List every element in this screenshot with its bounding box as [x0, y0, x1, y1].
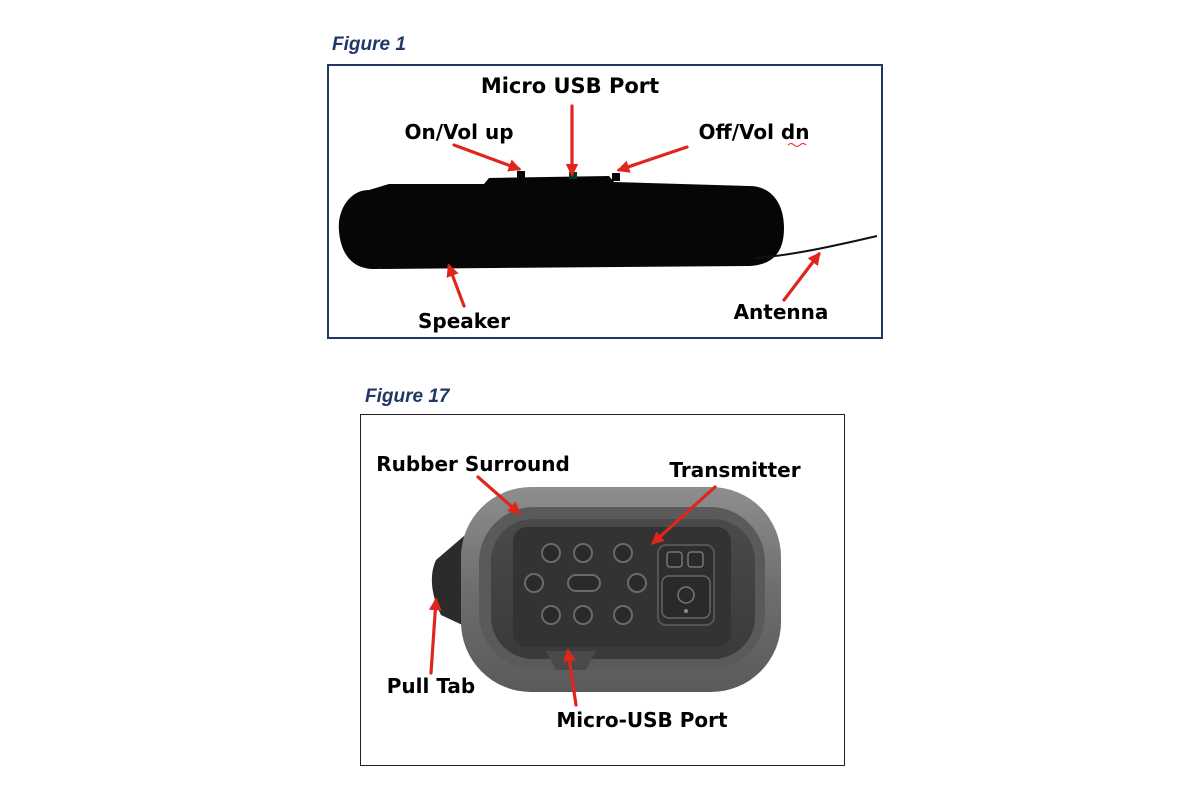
label-off-vol-dn: Off/Vol dn: [698, 120, 809, 144]
figure-17-diagram: Rubber Surround Transmitter Pull Tab Mic…: [376, 452, 801, 732]
label-rubber-surround: Rubber Surround: [376, 452, 570, 476]
label-antenna: Antenna: [734, 300, 829, 324]
vol-down-button: [612, 173, 620, 181]
arrow-antenna: [782, 251, 821, 302]
spellcheck-underline: [787, 143, 807, 147]
main-button: [677, 586, 695, 604]
figure-17-title: Figure 17: [365, 386, 450, 407]
label-speaker: Speaker: [418, 309, 510, 333]
arrow-off-vol-dn: [616, 145, 689, 173]
label-micro-usb-port-17: Micro-USB Port: [556, 708, 728, 732]
figure-1-title: Figure 1: [332, 34, 406, 55]
figure-1-diagram: Micro USB Port On/Vol up Off/Vol dn Spea…: [338, 74, 878, 333]
label-on-vol-up: On/Vol up: [404, 120, 513, 144]
keypad-buttons: [524, 543, 647, 625]
figure-17-frame: Rubber Surround Transmitter Pull Tab Mic…: [360, 414, 845, 766]
led-button-left: [666, 551, 683, 568]
antenna-wire: [753, 235, 878, 259]
arrow-micro-usb-port-17: [563, 648, 578, 707]
arrow-on-vol-up: [452, 143, 522, 172]
label-pull-tab: Pull Tab: [387, 674, 475, 698]
arrow-pull-tab: [428, 597, 442, 675]
earpiece-device: [338, 171, 878, 269]
vol-up-button: [517, 171, 525, 179]
label-micro-usb-port: Micro USB Port: [481, 74, 659, 98]
led-button-right: [687, 551, 704, 568]
arrow-transmitter: [651, 485, 717, 545]
arrow-rubber-surround: [476, 475, 521, 515]
indicator-dot: [684, 609, 688, 613]
figure-1-frame: Micro USB Port On/Vol up Off/Vol dn Spea…: [327, 64, 883, 339]
label-transmitter: Transmitter: [669, 458, 800, 482]
arrow-speaker: [446, 263, 466, 308]
